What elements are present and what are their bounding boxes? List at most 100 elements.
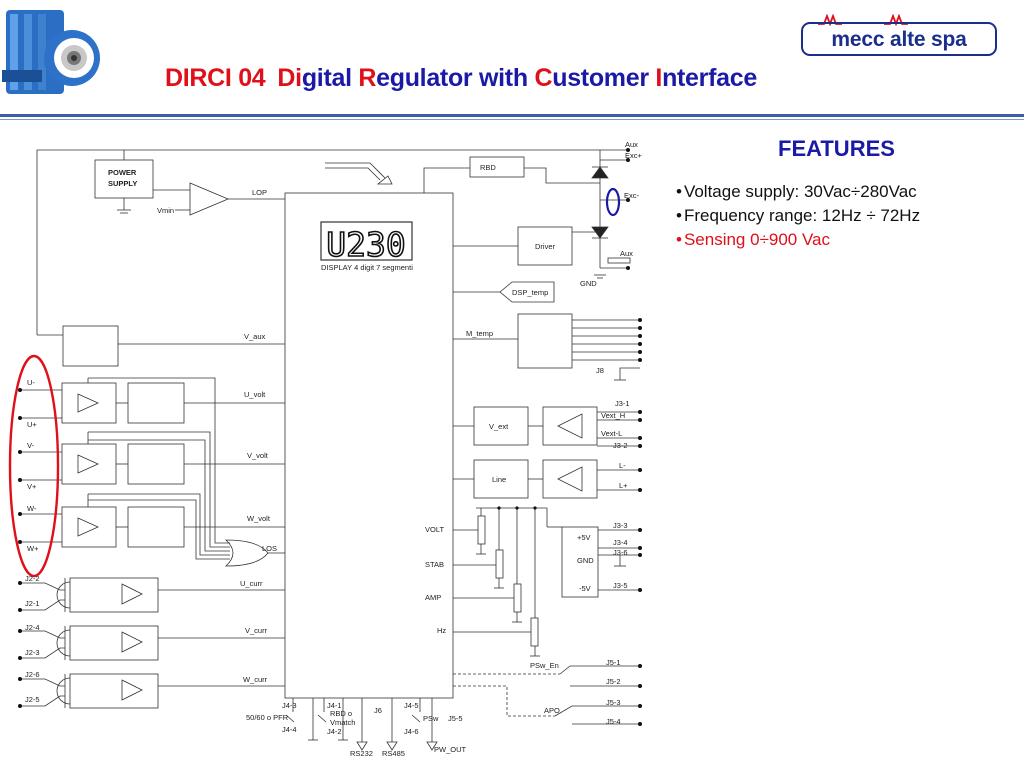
hz-label: Hz xyxy=(437,626,446,635)
u-minus-label: U- xyxy=(27,378,35,387)
block-diagram: U230 DISPLAY 4 digit 7 segmenti POWER SU… xyxy=(8,140,643,758)
los-label: LOS xyxy=(262,544,277,553)
title-part: nterface xyxy=(662,64,757,92)
j5-1-label: J5-1 xyxy=(606,658,621,667)
rs485-label: RS485 xyxy=(382,749,405,758)
j2-4-label: J2-4 xyxy=(25,623,40,632)
j3-2-label: J3-2 xyxy=(613,441,628,450)
features-list: Voltage supply: 30Vac÷280Vac Frequency r… xyxy=(676,180,920,252)
title-part: gital xyxy=(301,64,359,92)
j4-1-label: J4-1 xyxy=(327,701,342,710)
v-ext-label: V_ext xyxy=(489,422,509,431)
j3-3-label: J3-3 xyxy=(613,521,628,530)
v-minus-label: V- xyxy=(27,441,35,450)
w-volt-label: W_volt xyxy=(247,514,271,523)
psw-en-label: PSw_En xyxy=(530,661,559,670)
title-part: egulator with xyxy=(376,64,535,92)
mcu-block xyxy=(284,192,454,699)
lop-label: LOP xyxy=(252,188,267,197)
m-temp-label: M_temp xyxy=(466,329,493,338)
feature-item: Sensing 0÷900 Vac xyxy=(676,228,920,252)
j3-5-label: J3-5 xyxy=(613,581,628,590)
j4-6-label: J4-6 xyxy=(404,727,419,736)
j3-1-label: J3-1 xyxy=(615,399,630,408)
driver-label: Driver xyxy=(535,242,556,251)
u-curr-label: U_curr xyxy=(240,579,263,588)
title-part: I xyxy=(655,64,663,92)
minus5v-label: -5V xyxy=(579,584,591,593)
j5-4-label: J5-4 xyxy=(606,717,621,726)
pfr-label: 50/60 o PFR xyxy=(246,713,289,722)
display-box xyxy=(320,221,413,261)
title-part: Di xyxy=(277,64,302,92)
pw-out-label: PW_OUT xyxy=(434,745,467,754)
j4-4-label: J4-4 xyxy=(282,725,297,734)
title-part: DIRCI 04 xyxy=(165,64,266,92)
j8-label: J8 xyxy=(596,366,604,375)
stab-label: STAB xyxy=(425,560,444,569)
voltage-input-highlight xyxy=(8,354,60,578)
aux2-label: Aux xyxy=(620,249,633,258)
rbd-label: RBD xyxy=(480,163,496,172)
v-aux-label: V_aux xyxy=(244,332,266,341)
features-title: FEATURES xyxy=(778,136,895,161)
title-part: C xyxy=(534,64,553,92)
rs232-label: RS232 xyxy=(350,749,373,758)
aux-label: Aux xyxy=(625,140,638,149)
volt-label: VOLT xyxy=(425,525,444,534)
j4-2-label: J4-2 xyxy=(327,727,342,736)
v-volt-label: V_volt xyxy=(247,451,269,460)
w-minus-label: W- xyxy=(27,504,37,513)
l-minus-label: L- xyxy=(619,461,626,470)
company-logo: mecc alte spa xyxy=(801,22,997,56)
j4-3-label: J4-3 xyxy=(282,701,297,710)
j3-6-label: J3-6 xyxy=(613,548,628,557)
w-curr-label: W_curr xyxy=(243,675,268,684)
rbd-o-label: RBD o xyxy=(330,709,352,718)
logo-text: mecc alte spa xyxy=(831,28,967,51)
vmatch-label: Vmatch xyxy=(330,718,355,727)
plus5v-label: +5V xyxy=(577,533,591,542)
gnd2-label: GND xyxy=(577,556,594,565)
rbd-box xyxy=(469,156,525,178)
j5-2-label: J5-2 xyxy=(606,677,621,686)
vmin-label: Vmin xyxy=(157,206,174,215)
j5-5-label: J5-5 xyxy=(448,714,463,723)
exc-plus-label: Exc+ xyxy=(625,151,643,160)
j2-3-label: J2-3 xyxy=(25,648,40,657)
display-value: U230 xyxy=(326,225,405,264)
u-plus-label: U+ xyxy=(27,420,37,429)
apo-label: APO xyxy=(544,706,560,715)
vext-l-label: Vext-L xyxy=(601,429,622,438)
m-temp-box xyxy=(517,313,573,369)
line-label: Line xyxy=(492,475,506,484)
j2-1-label: J2-1 xyxy=(25,599,40,608)
power-supply-label: POWER xyxy=(108,168,137,177)
l-plus-label: L+ xyxy=(619,481,628,490)
gnd-label: GND xyxy=(580,279,597,288)
j5-3-label: J5-3 xyxy=(606,698,621,707)
feature-item: Frequency range: 12Hz ÷ 72Hz xyxy=(676,204,920,228)
amp-label: AMP xyxy=(425,593,441,602)
logo-wave-icon xyxy=(818,14,908,26)
vext-h-label: Vext_H xyxy=(601,411,625,420)
psw-label: PSw xyxy=(423,714,439,723)
j3-4-label: J3-4 xyxy=(613,538,628,547)
title-part: ustomer xyxy=(552,64,656,92)
u-volt-label: U_volt xyxy=(244,390,266,399)
j4-5-label: J4-5 xyxy=(404,701,419,710)
header-rule xyxy=(0,114,1024,117)
header-rule-thin xyxy=(0,119,1024,120)
w-plus-label: W+ xyxy=(27,544,39,553)
title-part: R xyxy=(358,64,377,92)
alternator-image xyxy=(2,10,100,94)
v-curr-label: V_curr xyxy=(245,626,268,635)
j2-2-label: J2-2 xyxy=(25,574,40,583)
j6-label: J6 xyxy=(374,706,382,715)
power-supply-label-2: SUPPLY xyxy=(108,179,137,188)
dsp-temp-tag xyxy=(499,281,555,303)
dsp-temp-label: DSP_temp xyxy=(512,288,548,297)
feature-item: Voltage supply: 30Vac÷280Vac xyxy=(676,180,920,204)
